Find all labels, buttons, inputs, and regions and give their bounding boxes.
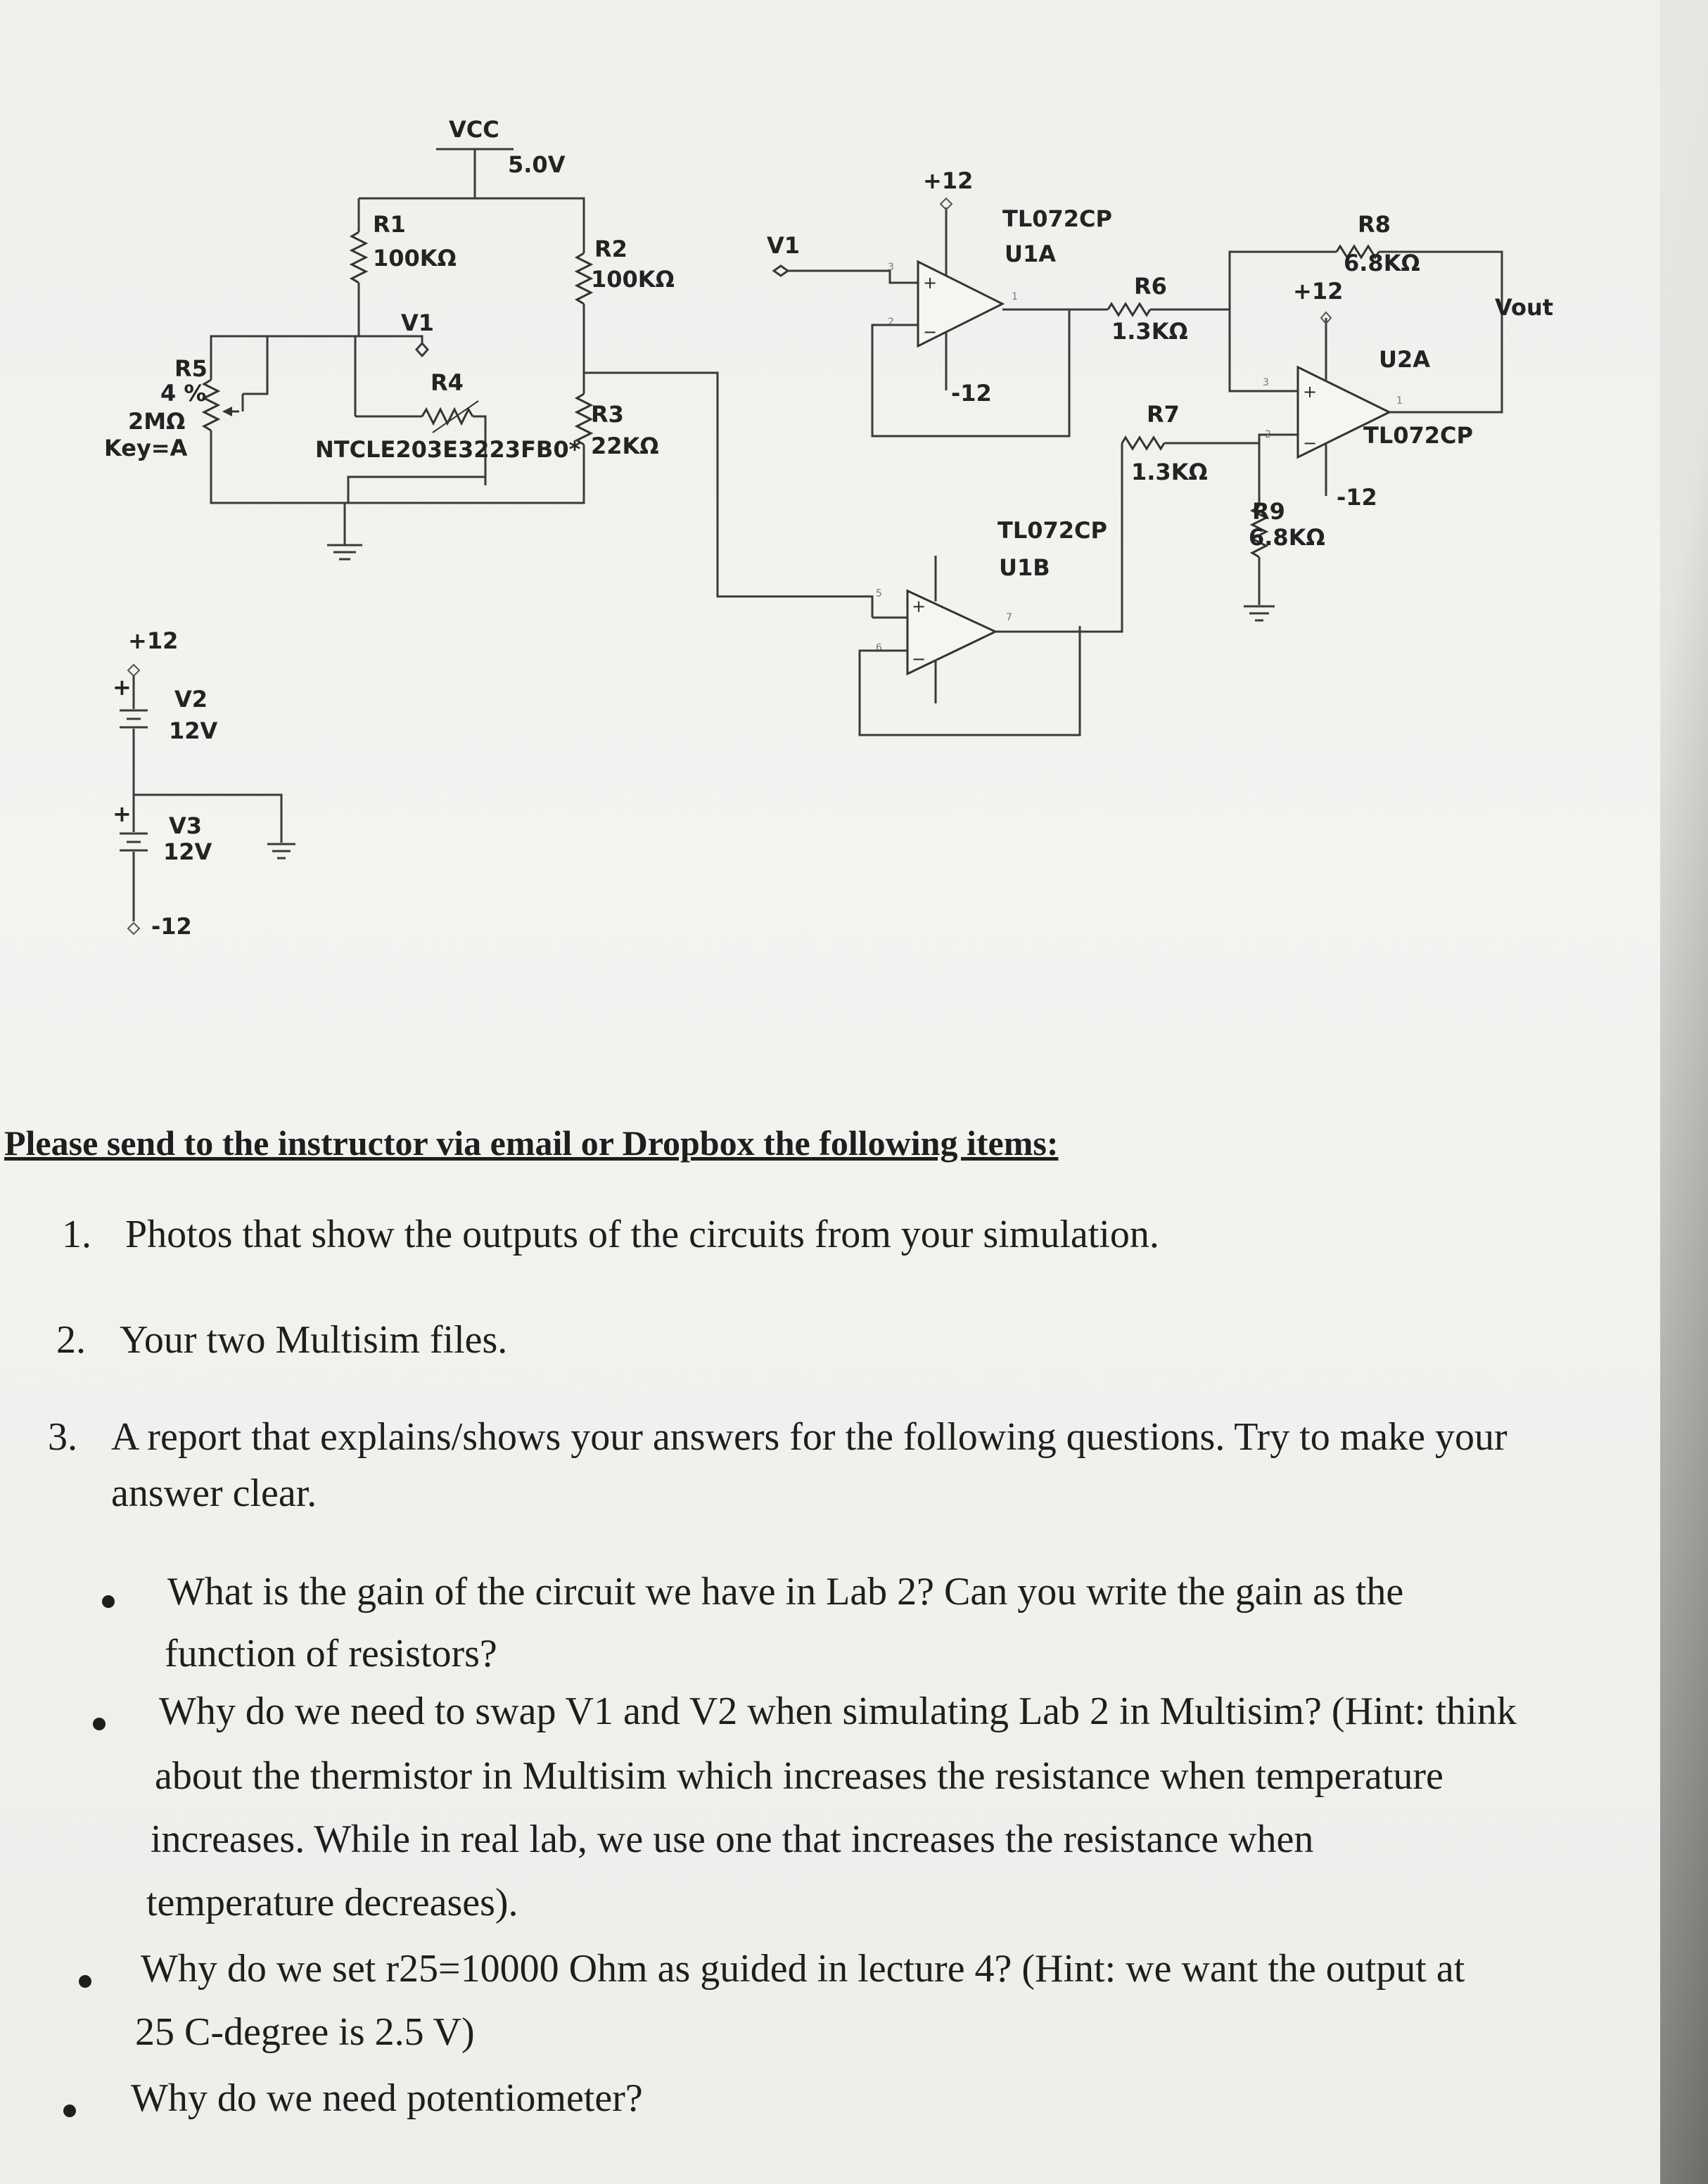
bullet-icon [93, 1718, 106, 1730]
list-item: 2.Your two Multisim files. [56, 1318, 508, 1362]
svg-text:V3: V3 [169, 812, 202, 839]
svg-text:7: 7 [1006, 612, 1012, 623]
instructions-heading: Please send to the instructor via email … [4, 1123, 1059, 1163]
bullet-line: temperature decreases). [146, 1881, 518, 1924]
svg-text:R1: R1 [373, 211, 406, 238]
r4-thermistor: R4 NTCLE203E3223FB0* [315, 369, 581, 485]
list-item-continuation: answer clear. [111, 1471, 317, 1515]
svg-text:6.8KΩ: 6.8KΩ [1249, 524, 1325, 551]
v1-input-probe: V1 [767, 232, 918, 284]
u2a-opamp: + − +12 -12 U2A TL072CP 3 2 1 [1263, 278, 1473, 511]
svg-text:−: − [1303, 433, 1317, 453]
svg-text:R6: R6 [1134, 273, 1167, 300]
bullet-icon [102, 1595, 115, 1608]
svg-text:100KΩ: 100KΩ [591, 266, 675, 293]
svg-text:−: − [923, 322, 937, 342]
supply-v3: + V3 12V -12 [113, 800, 212, 940]
svg-text:-12: -12 [951, 380, 992, 407]
svg-text:R9: R9 [1252, 498, 1285, 525]
svg-text:1.3KΩ: 1.3KΩ [1111, 318, 1188, 345]
svg-text:R4: R4 [431, 369, 464, 396]
svg-text:22KΩ: 22KΩ [591, 433, 659, 459]
svg-text:U2A: U2A [1379, 346, 1430, 373]
svg-text:R2: R2 [594, 236, 627, 262]
svg-text:U1A: U1A [1005, 241, 1056, 267]
ground-symbol [327, 503, 362, 561]
svg-text:V1: V1 [767, 232, 800, 259]
svg-text:TL072CP: TL072CP [1002, 205, 1112, 232]
list-item: 1.Photos that show the outputs of the ci… [62, 1213, 1159, 1256]
bullet-line: 25 C-degree is 2.5 V) [135, 2010, 475, 2054]
svg-text:VCC: VCC [449, 116, 499, 143]
svg-text:-12: -12 [151, 913, 192, 940]
bullet-line: Why do we need potentiometer? [131, 2076, 643, 2120]
svg-text:R7: R7 [1147, 401, 1180, 428]
svg-text:+12: +12 [128, 627, 178, 654]
svg-text:R3: R3 [591, 401, 624, 428]
svg-text:2MΩ: 2MΩ [128, 408, 185, 435]
r3-resistor: R3 22KΩ [574, 392, 659, 459]
r5-potentiometer: R5 4 % 2MΩ Key=A [104, 335, 267, 478]
svg-text:1.3KΩ: 1.3KΩ [1131, 459, 1208, 485]
bullet-line: about the thermistor in Multisim which i… [155, 1754, 1443, 1798]
list-item: 3.A report that explains/shows your answ… [48, 1415, 1508, 1459]
svg-text:+12: +12 [923, 167, 973, 194]
svg-text:1: 1 [1396, 395, 1403, 407]
svg-text:2: 2 [888, 317, 894, 328]
bullet-line: What is the gain of the circuit we have … [167, 1570, 1404, 1614]
vcc-source: VCC 5.0V [436, 116, 566, 198]
svg-text:V2: V2 [174, 686, 208, 713]
r6-resistor: R6 1.3KΩ [1107, 273, 1188, 345]
vout-label: Vout [1495, 294, 1553, 321]
bullet-icon [79, 1975, 91, 1988]
u1a-opamp: + − +12 -12 TL072CP U1A 3 2 1 [888, 167, 1112, 407]
u1b-opamp: + − TL072CP U1B 5 6 7 [876, 517, 1107, 703]
svg-text:6: 6 [876, 642, 882, 653]
svg-text:3: 3 [1263, 377, 1269, 388]
r1-resistor: R1 100KΩ [349, 211, 457, 284]
svg-text:Key=A: Key=A [104, 435, 188, 461]
svg-text:2: 2 [1265, 429, 1271, 440]
v1-node-probe: V1 [401, 309, 434, 358]
svg-text:12V: 12V [163, 838, 212, 865]
supply-ground [267, 843, 295, 860]
bullet-line: function of resistors? [165, 1632, 497, 1675]
svg-text:+: + [1303, 382, 1317, 402]
svg-text:5.0V: 5.0V [508, 151, 566, 178]
svg-text:TL072CP: TL072CP [1363, 422, 1473, 449]
svg-text:100KΩ: 100KΩ [373, 245, 457, 272]
svg-text:6.8KΩ: 6.8KΩ [1344, 250, 1420, 276]
svg-text:12V: 12V [169, 717, 218, 744]
svg-text:5: 5 [876, 588, 882, 599]
worksheet-page: VCC 5.0V R1 100KΩ V1 R5 4 % 2MΩ [0, 0, 1660, 2184]
svg-text:4 %: 4 % [160, 380, 206, 407]
svg-text:U1B: U1B [999, 554, 1050, 581]
bullet-line: Why do we set r25=10000 Ohm as guided in… [141, 1947, 1465, 1991]
r9-resistor: R9 6.8KΩ [1244, 443, 1325, 622]
r8-resistor: R8 6.8KΩ [1335, 211, 1420, 276]
circuit-schematic: VCC 5.0V R1 100KΩ V1 R5 4 % 2MΩ [104, 116, 1553, 940]
svg-text:3: 3 [888, 262, 894, 273]
svg-text:−: − [912, 649, 926, 669]
svg-text:+12: +12 [1293, 278, 1343, 305]
svg-text:+: + [113, 800, 132, 827]
bullet-line: increases. While in real lab, we use one… [151, 1818, 1314, 1861]
bullet-line: Why do we need to swap V1 and V2 when si… [159, 1690, 1517, 1733]
svg-text:-12: -12 [1337, 484, 1377, 511]
svg-text:TL072CP: TL072CP [998, 517, 1107, 544]
svg-text:NTCLE203E3223FB0*: NTCLE203E3223FB0* [315, 436, 581, 463]
svg-text:R8: R8 [1358, 211, 1391, 238]
r7-resistor: R7 1.3KΩ [1121, 401, 1208, 485]
supply-v2: +12 + V2 12V [113, 627, 218, 802]
svg-text:+: + [923, 273, 937, 293]
svg-text:V1: V1 [401, 309, 434, 336]
svg-text:R5: R5 [174, 355, 208, 382]
r2-resistor: R2 100KΩ [574, 236, 675, 305]
bridge-top-wire [359, 197, 585, 253]
svg-text:1: 1 [1012, 291, 1018, 302]
svg-text:+: + [113, 674, 132, 701]
svg-text:+: + [912, 596, 926, 616]
bullet-icon [63, 2105, 76, 2117]
